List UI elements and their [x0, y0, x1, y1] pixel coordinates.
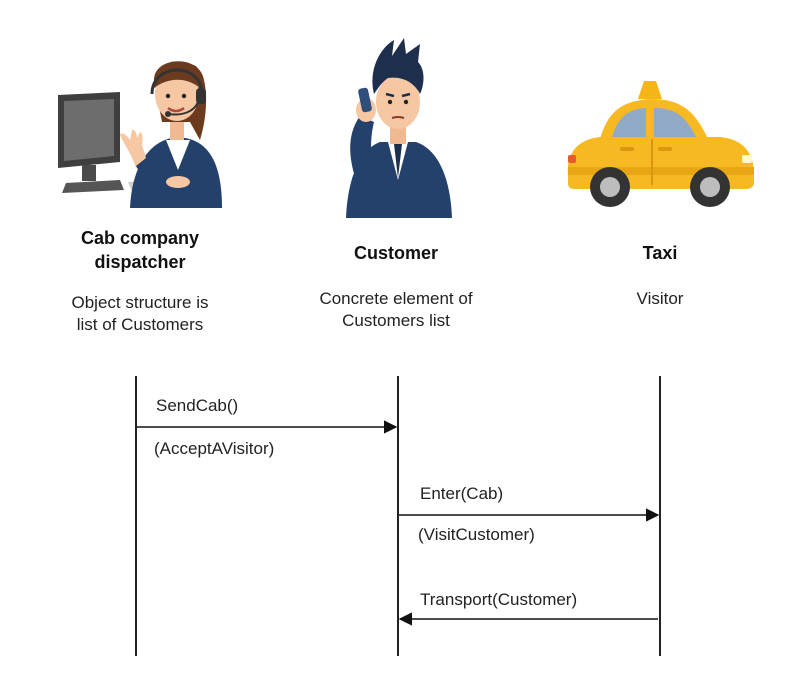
- dispatcher-desc-line2: list of Customers: [76, 315, 204, 334]
- dispatcher-desc-line1: Object structure is: [71, 293, 209, 312]
- enter-cab-label: Enter(Cab): [420, 484, 504, 503]
- customer-title: Customer: [296, 241, 496, 265]
- send-cab-label: SendCab(): [156, 396, 239, 415]
- taxi-title-line1: Taxi: [642, 243, 678, 263]
- dispatcher-lifeline: [135, 376, 137, 656]
- accept-a-visitor-label: (AcceptAVisitor): [154, 439, 275, 458]
- customer-description: Concrete element of Customers list: [276, 288, 516, 332]
- dispatcher-title-line1: Cab company: [80, 228, 200, 248]
- businessman-on-phone-icon: [346, 38, 452, 218]
- taxi-description: Visitor: [560, 288, 760, 310]
- transport-customer-label: Transport(Customer): [420, 590, 578, 609]
- customer-lifeline: [397, 376, 399, 656]
- taxi-title: Taxi: [560, 241, 760, 265]
- taxi-desc-line1: Visitor: [636, 289, 684, 308]
- dispatcher-title: Cab company dispatcher: [40, 226, 240, 274]
- visit-customer-label: (VisitCustomer): [418, 525, 535, 544]
- taxi-car-icon: [567, 81, 754, 207]
- dispatcher-with-headset-icon: [58, 61, 222, 208]
- dispatcher-title-line2: dispatcher: [94, 252, 186, 272]
- dispatcher-description: Object structure is list of Customers: [30, 292, 250, 336]
- taxi-lifeline: [659, 376, 661, 656]
- customer-desc-line2: Customers list: [342, 311, 450, 330]
- customer-desc-line1: Concrete element of: [319, 289, 473, 308]
- customer-title-line1: Customer: [353, 243, 438, 263]
